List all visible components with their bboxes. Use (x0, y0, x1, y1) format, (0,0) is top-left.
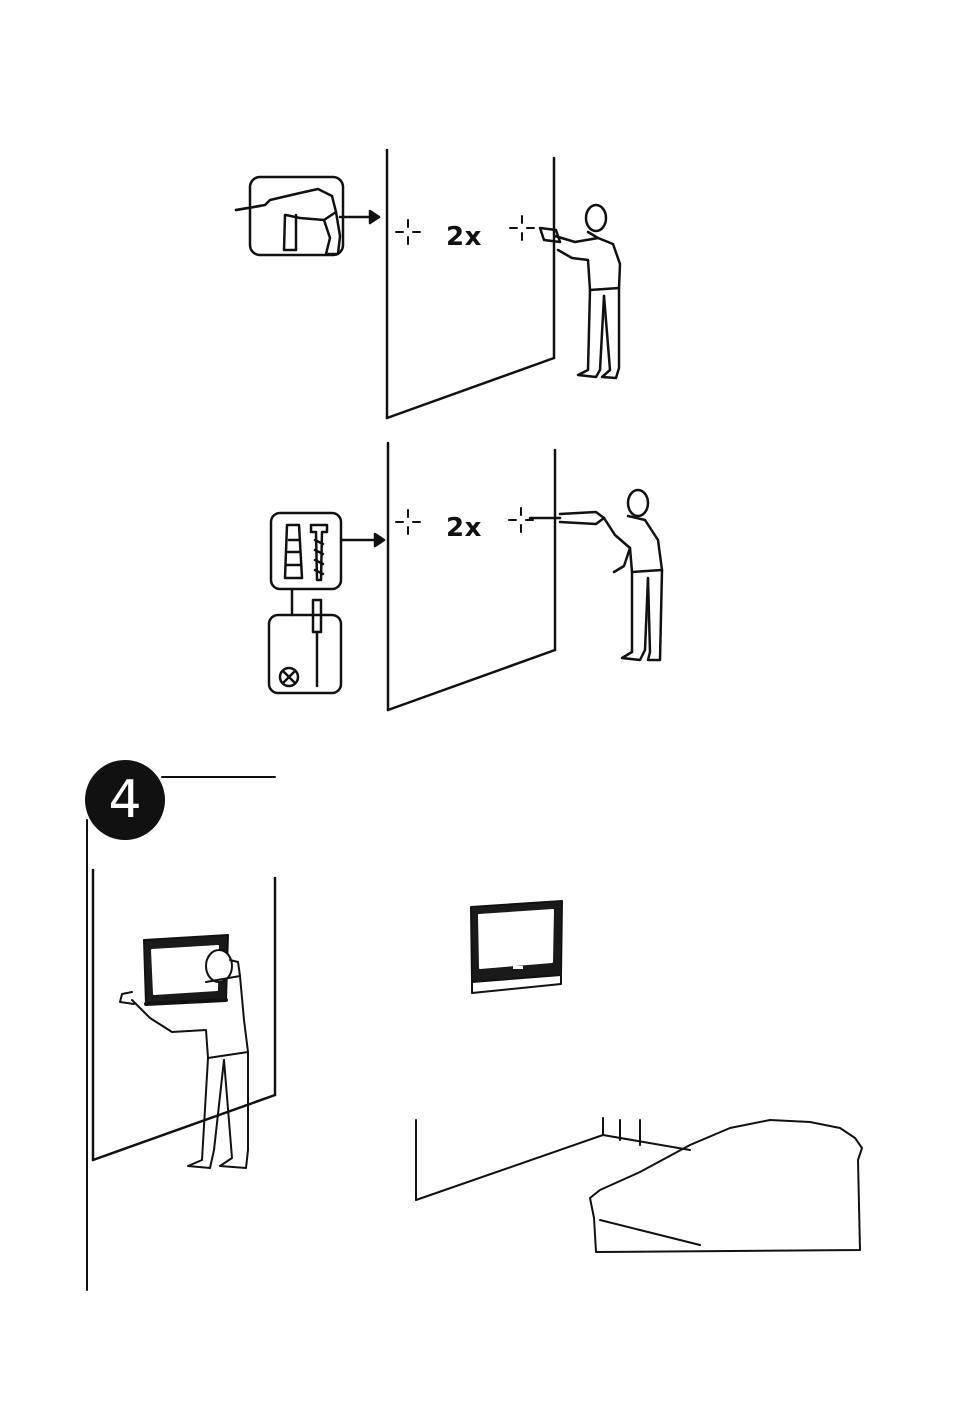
step-frame (87, 777, 275, 1290)
room-drawing (416, 1118, 690, 1200)
mounted-tv-icon (471, 901, 562, 993)
